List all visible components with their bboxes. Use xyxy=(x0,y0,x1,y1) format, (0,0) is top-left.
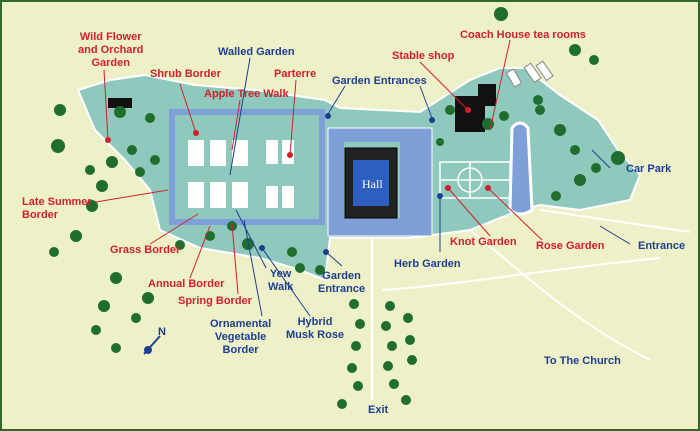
car-park-markings xyxy=(505,60,554,88)
label-rose-garden[interactable]: Rose Garden xyxy=(536,240,605,252)
label-stable-shop[interactable]: Stable shop xyxy=(392,50,455,62)
garden-shed xyxy=(108,98,132,108)
knot-garden-pattern xyxy=(439,161,511,199)
coach-house-building xyxy=(478,84,496,106)
trees xyxy=(49,7,625,409)
compass xyxy=(143,335,161,355)
label-late-summer-border[interactable]: Late Summer Border xyxy=(22,196,92,221)
label-coach-house-tea-rooms[interactable]: Coach House tea rooms xyxy=(460,29,586,41)
rose-garden-pond xyxy=(508,121,534,216)
label-car-park[interactable]: Car Park xyxy=(626,163,672,175)
label-entrance[interactable]: Entrance xyxy=(638,240,686,252)
label-ornamental-vegetable-border[interactable]: Ornamental Vegetable Border xyxy=(210,318,272,356)
red-leader-lines xyxy=(95,39,543,295)
label-annual-border[interactable]: Annual Border xyxy=(148,278,225,290)
label-herb-garden[interactable]: Herb Garden xyxy=(394,258,461,270)
grounds xyxy=(76,60,642,282)
label-garden-entrance[interactable]: Garden Entrance xyxy=(318,270,366,295)
label-wild-flower-orchard[interactable]: Wild Flower and Orchard Garden xyxy=(78,31,144,69)
buildings xyxy=(108,84,496,132)
label-walled-garden[interactable]: Walled Garden xyxy=(218,46,295,58)
label-hybrid-musk-rose[interactable]: Hybrid Musk Rose xyxy=(286,316,345,341)
blue-markers xyxy=(259,113,443,255)
to-church-lane xyxy=(469,229,651,361)
hall-label: Hall xyxy=(362,177,383,191)
label-knot-garden[interactable]: Knot Garden xyxy=(450,236,517,248)
label-grass-border[interactable]: Grass Border xyxy=(110,244,181,256)
red-markers xyxy=(105,107,491,191)
label-parterre[interactable]: Parterre xyxy=(274,68,317,80)
label-spring-border[interactable]: Spring Border xyxy=(178,295,252,307)
hall-courtyard xyxy=(353,160,389,206)
roads xyxy=(371,209,691,400)
church-road xyxy=(381,257,661,291)
label-garden-entrances[interactable]: Garden Entrances xyxy=(332,75,427,87)
parterre-beds xyxy=(188,140,294,208)
entrance-road xyxy=(539,209,691,233)
walled-garden-wall xyxy=(169,109,325,225)
label-apple-tree-walk[interactable]: Apple Tree Walk xyxy=(204,88,289,100)
label-shrub-border[interactable]: Shrub Border xyxy=(150,68,221,80)
label-yew-walk[interactable]: Yew Walk xyxy=(268,268,294,293)
blue-leader-lines xyxy=(229,57,631,317)
label-exit[interactable]: Exit xyxy=(368,404,389,416)
compass-north-label: N xyxy=(158,326,166,338)
label-to-the-church[interactable]: To The Church xyxy=(544,355,621,367)
